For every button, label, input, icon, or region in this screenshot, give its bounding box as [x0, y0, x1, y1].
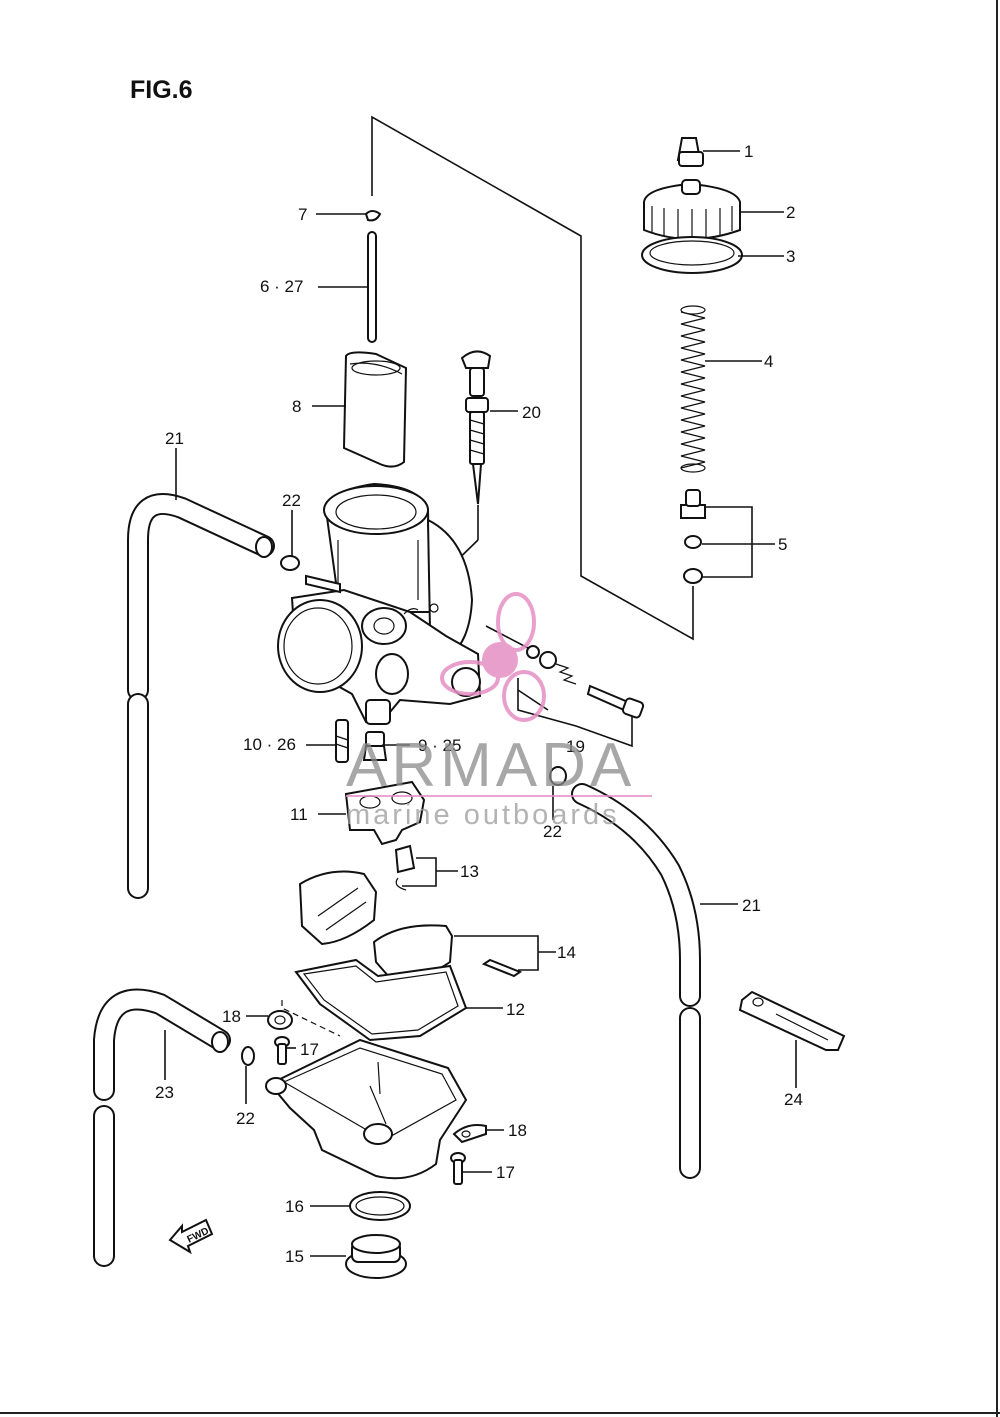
callout-9-25: 9 · 25 — [418, 736, 461, 755]
callout-1: 1 — [744, 142, 753, 161]
leader-13 — [402, 857, 437, 887]
part-10-pilot-jet — [335, 719, 349, 763]
part-4-throttle-spring — [680, 305, 706, 473]
callout-14: 14 — [557, 943, 576, 962]
callout-20: 20 — [522, 403, 541, 422]
part-17-screw-upper — [274, 1036, 290, 1065]
callout-23: 23 — [155, 1083, 174, 1102]
part-23-overflow-hose — [93, 988, 231, 1267]
callout-7: 7 — [298, 205, 307, 224]
callout-11: 11 — [290, 805, 308, 824]
part-12-bowl-gasket — [294, 958, 468, 1042]
callout-22-lower: 22 — [236, 1109, 255, 1128]
part-21-vent-hose-right — [571, 783, 701, 1179]
callout-15: 15 — [285, 1247, 304, 1266]
part-13-needle-valve — [394, 844, 416, 891]
callout-13: 13 — [460, 862, 479, 881]
callout-18-lower: 18 — [508, 1121, 527, 1140]
part-19-idle-screw-set — [485, 625, 645, 719]
callout-4: 4 — [764, 352, 773, 371]
part-1-cap-nut — [676, 137, 704, 167]
fwd-arrow-icon: FWD — [168, 1218, 214, 1255]
callout-19: 19 — [566, 737, 585, 756]
part-18-bracket-lower — [452, 1124, 487, 1144]
watermark: ARMADA marine outboards — [346, 592, 652, 831]
part-18-bracket-upper — [267, 1010, 293, 1030]
part-20-air-screw — [460, 350, 492, 505]
callout-22-top: 22 — [282, 491, 301, 510]
callout-17-lower: 17 — [496, 1163, 515, 1182]
callout-3: 3 — [786, 247, 795, 266]
part-22-clamp-left — [280, 555, 300, 571]
carburetor-body — [277, 482, 482, 726]
leader-19 — [517, 678, 633, 748]
part-7-e-clip — [364, 210, 382, 222]
callout-21-right: 21 — [742, 896, 761, 915]
assembly-leader — [371, 115, 694, 641]
part-6-jet-needle — [367, 231, 377, 343]
callout-17-upper: 17 — [300, 1040, 319, 1059]
leader-lines — [164, 150, 797, 1257]
part-21-vent-hose-left — [127, 493, 275, 899]
callout-2: 2 — [786, 203, 795, 222]
watermark-brand: ARMADA — [346, 731, 635, 800]
callout-16: 16 — [285, 1197, 304, 1216]
callout-5: 5 — [778, 535, 787, 554]
callout-12: 12 — [506, 1000, 525, 1019]
callout-24: 24 — [784, 1090, 803, 1109]
part-5-needle-retainer-set — [680, 489, 775, 584]
callout-22-mid: 22 — [543, 822, 562, 841]
part-2-top-cap — [643, 179, 741, 240]
part-9-main-jet — [362, 731, 388, 761]
part-8-throttle-valve — [342, 351, 408, 468]
propeller-logo-icon — [440, 592, 546, 722]
part-22-clamp-lower — [241, 1046, 255, 1066]
part-11-float-arm — [344, 780, 426, 846]
callout-6-27: 6 · 27 — [260, 277, 303, 296]
float-bowl — [265, 1038, 468, 1180]
part-22-clamp-right — [549, 766, 567, 786]
part-17-screw-lower — [450, 1152, 466, 1185]
part-3-cap-gasket — [641, 236, 743, 274]
callout-10-26: 10 · 26 — [243, 735, 296, 754]
part-14-float-set — [298, 870, 556, 980]
part-15-drain-plug — [345, 1234, 407, 1279]
watermark-tagline: marine outboards — [346, 799, 620, 831]
part-24-hose-guide — [738, 990, 846, 1051]
figure-title: FIG.6 — [130, 76, 193, 104]
callout-18-upper: 18 — [222, 1007, 241, 1026]
callout-21-left: 21 — [165, 429, 184, 448]
callout-labels: 1 2 3 4 5 7 6 · 27 8 20 21 22 10 · 26 9 … — [155, 142, 803, 1266]
callout-8: 8 — [292, 397, 301, 416]
part-16-o-ring — [349, 1191, 411, 1221]
